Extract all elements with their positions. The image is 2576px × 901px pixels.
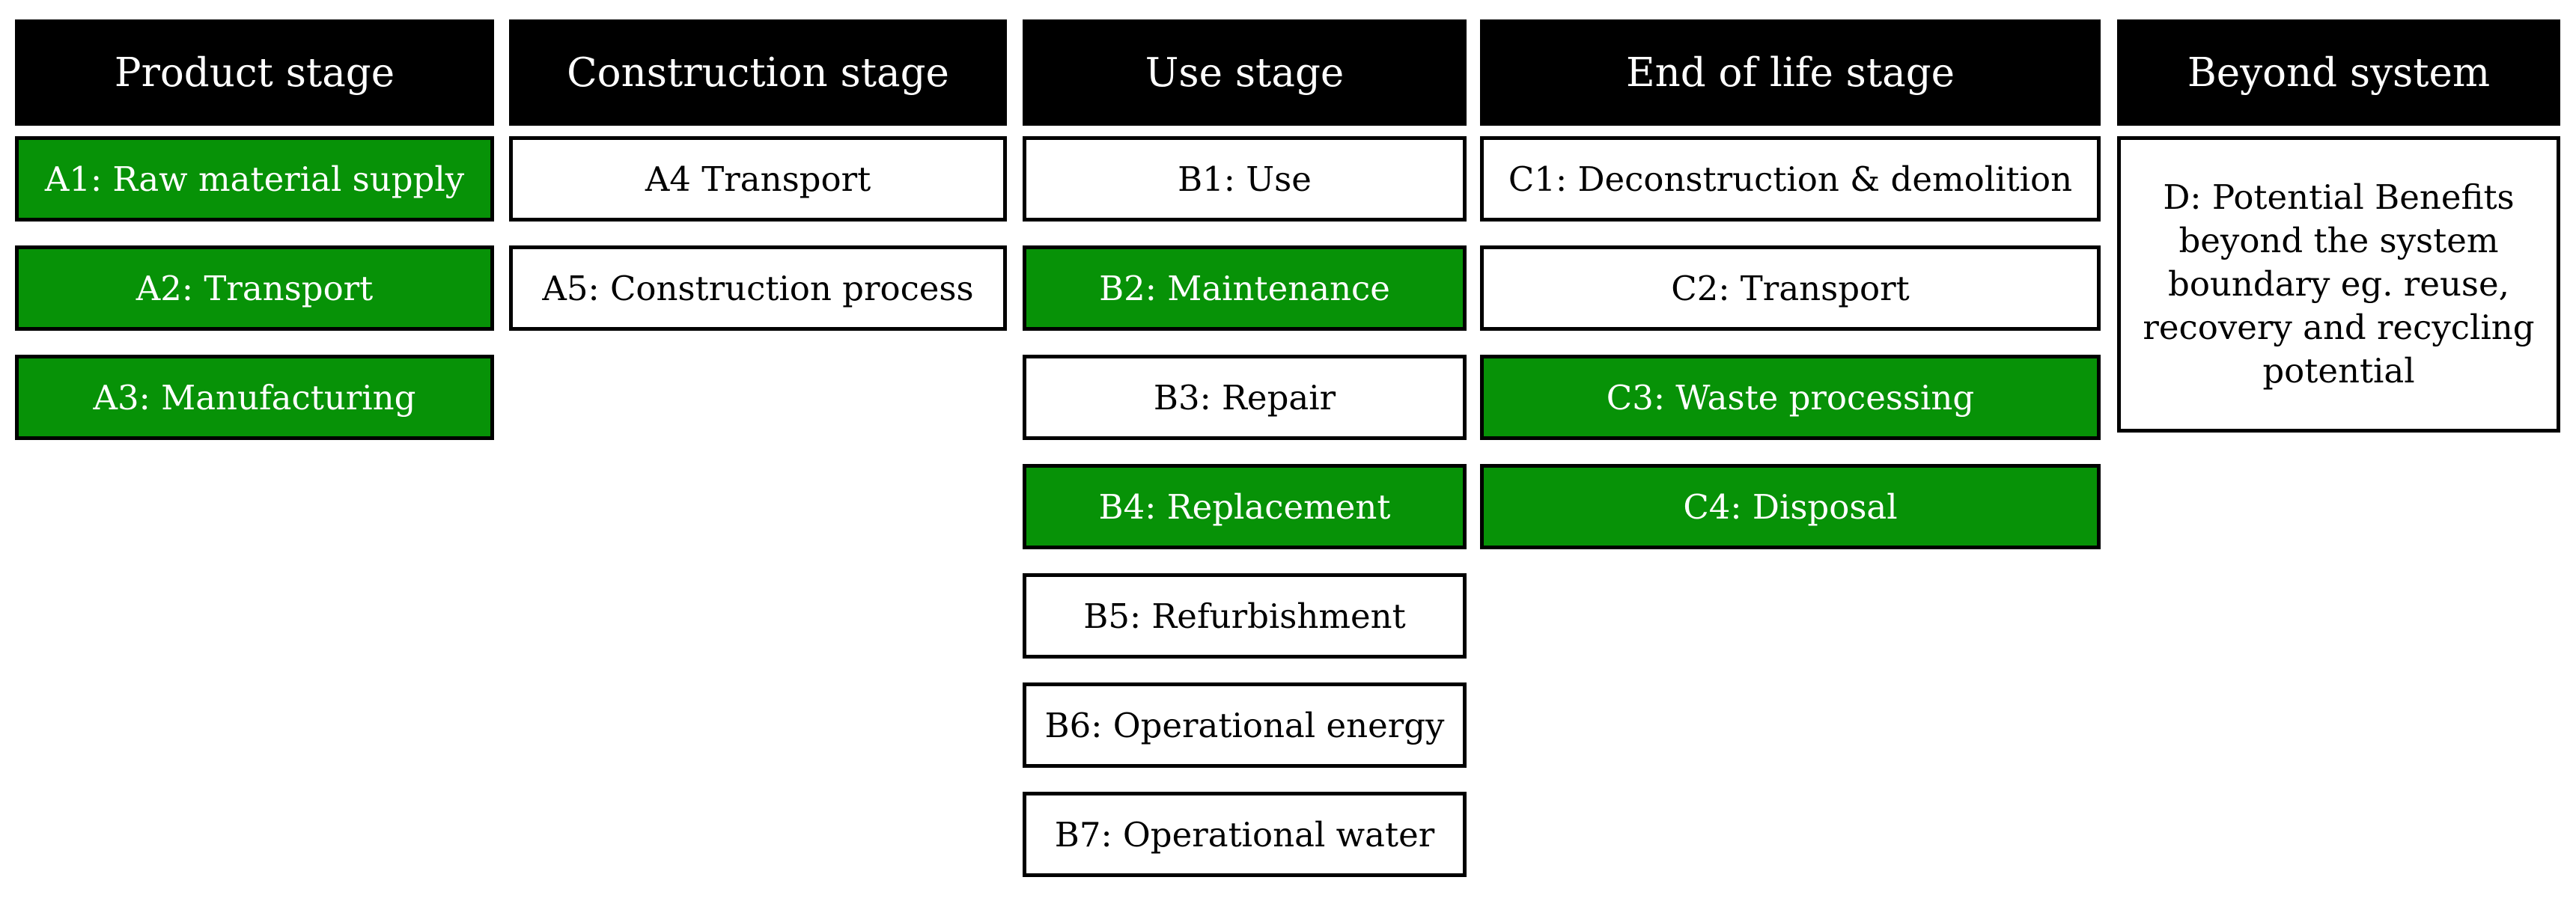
stage-column-use: Use stage B1: Use B2: Maintenance B3: Re… — [1023, 19, 1467, 901]
module-c2: C2: Transport — [1480, 245, 2101, 331]
module-a1: A1: Raw material supply — [15, 136, 494, 222]
module-b3: B3: Repair — [1023, 355, 1467, 440]
stage-column-end-of-life: End of life stage C1: Deconstruction & d… — [1480, 19, 2101, 573]
stage-column-construction: Construction stage A4 Transport A5: Cons… — [509, 19, 1007, 355]
module-d: D: Potential Benefits beyond the system … — [2117, 136, 2560, 433]
stage-header-beyond-system: Beyond system — [2117, 19, 2560, 126]
module-b6: B6: Operational energy — [1023, 682, 1467, 768]
module-c1: C1: Deconstruction & demolition — [1480, 136, 2101, 222]
module-b4: B4: Replacement — [1023, 464, 1467, 549]
stage-header-end-of-life: End of life stage — [1480, 19, 2101, 126]
stage-column-product: Product stage A1: Raw material supply A2… — [15, 19, 494, 464]
module-a4: A4 Transport — [509, 136, 1007, 222]
module-a3: A3: Manufacturing — [15, 355, 494, 440]
module-a5: A5: Construction process — [509, 245, 1007, 331]
module-b5: B5: Refurbishment — [1023, 573, 1467, 659]
stage-header-use: Use stage — [1023, 19, 1467, 126]
module-c3: C3: Waste processing — [1480, 355, 2101, 440]
stage-header-construction: Construction stage — [509, 19, 1007, 126]
module-b2: B2: Maintenance — [1023, 245, 1467, 331]
module-c4: C4: Disposal — [1480, 464, 2101, 549]
module-b1: B1: Use — [1023, 136, 1467, 222]
stage-column-beyond-system: Beyond system D: Potential Benefits beyo… — [2117, 19, 2560, 456]
module-a2: A2: Transport — [15, 245, 494, 331]
stage-header-product: Product stage — [15, 19, 494, 126]
module-b7: B7: Operational water — [1023, 792, 1467, 877]
